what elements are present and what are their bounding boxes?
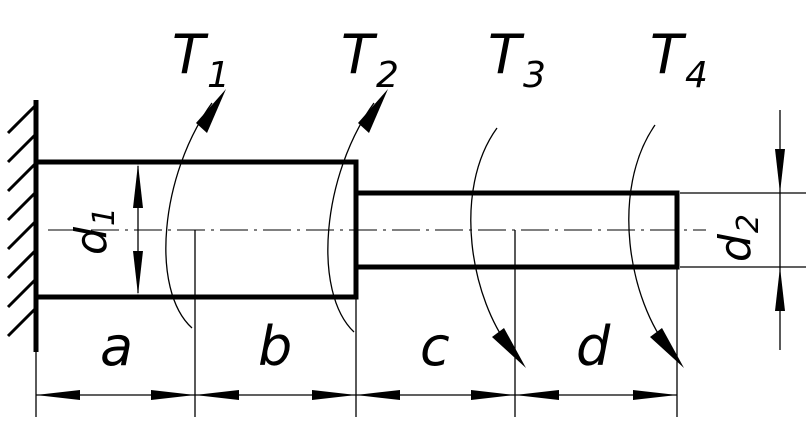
length-label-c: c: [420, 315, 450, 378]
length-dimension-line: [36, 390, 677, 400]
torque-arrow-t4: [628, 124, 684, 368]
d2-dimension: [775, 110, 785, 350]
torque-arrow-t2: [327, 89, 388, 333]
diameter-label-d1: d1: [66, 207, 122, 255]
torque-label-t1: T1: [172, 23, 230, 96]
torque-label-t3: T3: [488, 23, 546, 96]
length-label-b: b: [258, 315, 292, 378]
torque-label-t4: T4: [650, 23, 708, 96]
extension-lines: [35, 192, 806, 417]
length-label-a: a: [100, 315, 133, 378]
torque-label-t2: T2: [341, 23, 399, 96]
torque-arrow-t1: [165, 89, 226, 329]
d1-dimension: [133, 164, 143, 295]
torque-arrow-t3: [470, 127, 526, 368]
diameter-label-d2: d2: [710, 214, 766, 262]
fixed-wall-support: [6, 100, 39, 352]
length-label-d: d: [576, 315, 611, 378]
